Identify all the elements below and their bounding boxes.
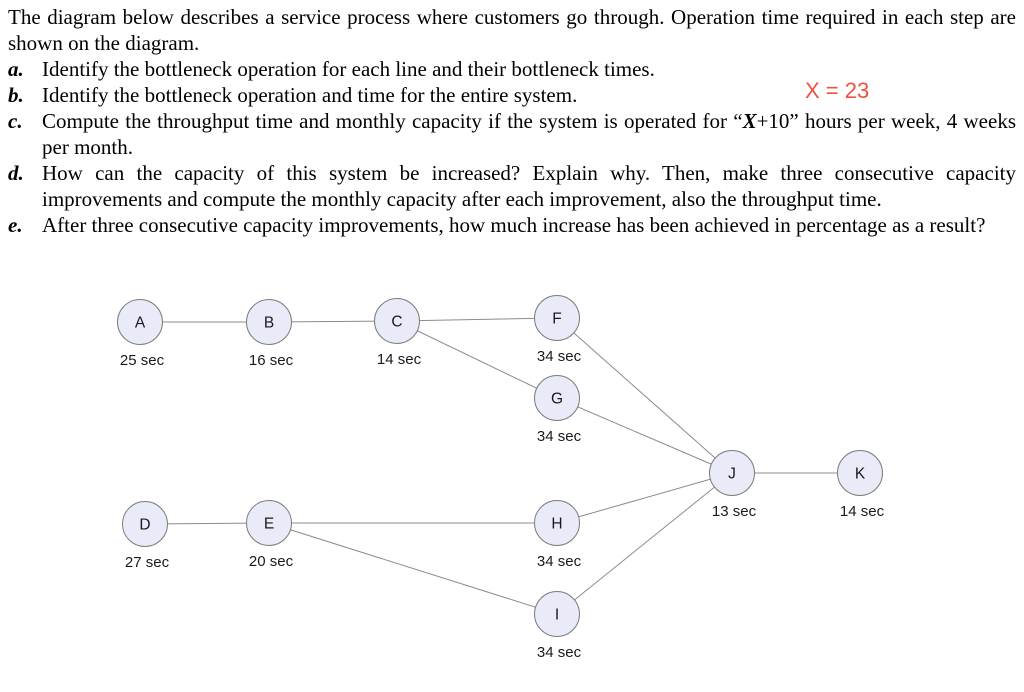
node-circle-D [122, 501, 168, 547]
time-label-C: 14 sec [377, 351, 422, 368]
node-B: B 16 sec [246, 299, 294, 369]
problem-intro: The diagram below describes a service pr… [8, 5, 1016, 55]
time-label-I: 34 sec [537, 644, 582, 661]
edge-F-J [556, 317, 733, 474]
node-label-J: J [728, 466, 736, 483]
node-label-A: A [135, 315, 146, 332]
item-text-b: Identify the bottleneck operation and ti… [42, 83, 578, 107]
node-H: H 34 sec [534, 500, 582, 570]
problem-item-c: c. Compute the throughput time and monthl… [8, 108, 1016, 160]
problem-item-b: b. Identify the bottleneck operation and … [8, 82, 1016, 108]
node-A: A 25 sec [117, 299, 165, 369]
item-text-d: How can the capacity of this system be i… [42, 161, 1016, 211]
node-circle-F [534, 295, 580, 341]
time-label-B: 16 sec [249, 352, 294, 369]
node-label-C: C [391, 314, 402, 331]
node-circle-B [246, 299, 292, 345]
item-text-c: Compute the throughput time and monthly … [42, 109, 1016, 159]
edge-C-F [396, 317, 558, 322]
node-circle-J [709, 450, 755, 496]
node-I: I 34 sec [534, 591, 582, 661]
node-circle-I [534, 591, 580, 637]
node-F: F 34 sec [534, 295, 582, 365]
node-J: J 13 sec [709, 450, 757, 520]
time-label-F: 34 sec [537, 348, 582, 365]
item-letter-a: a. [8, 57, 24, 81]
time-label-H: 34 sec [537, 553, 582, 570]
x-value-annotation: X = 23 [805, 78, 870, 103]
edge-C-G [396, 320, 558, 399]
problem-item-a: a. Identify the bottleneck operation for … [8, 56, 1016, 82]
node-circle-A [117, 299, 163, 345]
problem-statement: The diagram below describes a service pr… [8, 4, 1016, 238]
edge-G-J [556, 397, 733, 474]
problem-item-e: e. After three consecutive capacity impro… [8, 212, 1016, 238]
node-label-K: K [855, 466, 866, 483]
node-circle-C [374, 298, 420, 344]
node-C: C 14 sec [374, 298, 422, 368]
item-text-a: Identify the bottleneck operation for ea… [42, 57, 655, 81]
node-label-B: B [264, 315, 274, 332]
problem-items: a. Identify the bottleneck operation for … [8, 56, 1016, 238]
time-label-G: 34 sec [537, 428, 582, 445]
item-letter-d: d. [8, 161, 24, 185]
item-letter-c: c. [8, 109, 23, 133]
time-label-J: 13 sec [712, 503, 757, 520]
time-label-D: 27 sec [125, 554, 170, 571]
node-D: D 27 sec [122, 501, 170, 571]
edge-H-J [556, 472, 733, 524]
node-circle-H [534, 500, 580, 546]
time-label-A: 25 sec [120, 352, 165, 369]
node-label-I: I [555, 607, 559, 624]
node-label-F: F [552, 311, 561, 328]
node-G: G 34 sec [534, 375, 582, 445]
item-text-e: After three consecutive capacity improve… [42, 213, 986, 237]
node-label-G: G [551, 391, 563, 408]
node-circle-E [246, 500, 292, 546]
node-label-E: E [264, 516, 274, 533]
time-label-K: 14 sec [840, 503, 885, 520]
node-label-D: D [139, 517, 150, 534]
node-K: K 14 sec [837, 450, 885, 520]
problem-item-d: d. How can the capacity of this system be… [8, 160, 1016, 212]
node-label-H: H [551, 516, 562, 533]
node-circle-K [837, 450, 883, 496]
time-label-E: 20 sec [249, 553, 294, 570]
edge-I-J [556, 472, 733, 615]
item-letter-b: b. [8, 83, 24, 107]
edge-E-I [268, 522, 558, 615]
node-circle-G [534, 375, 580, 421]
node-E: E 20 sec [246, 500, 294, 570]
item-letter-e: e. [8, 213, 23, 237]
